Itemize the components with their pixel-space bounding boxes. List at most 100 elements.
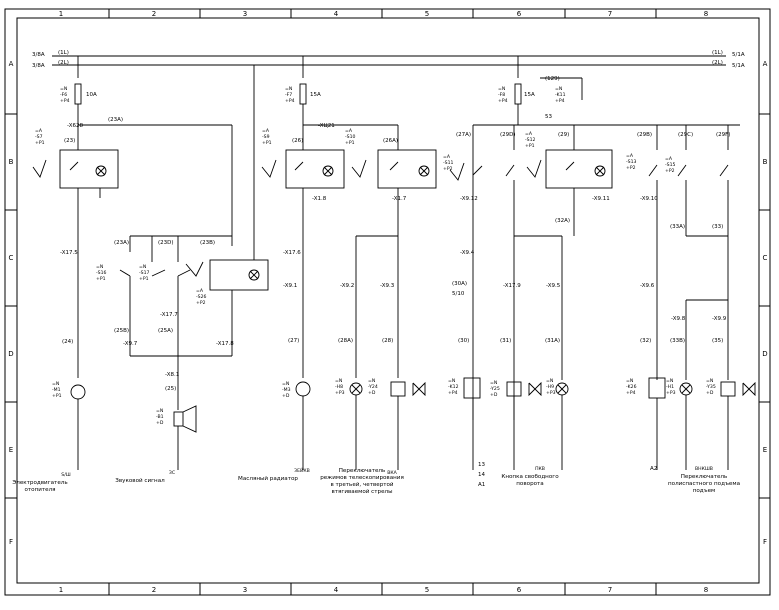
row-label: D [8,350,13,358]
wire-label: (25B) [114,328,129,334]
contact-note: 13 [478,462,485,468]
col-label: 5 [425,10,429,18]
col-label: 7 [608,586,612,594]
bus-wire-label: (1L) [58,50,69,56]
wire-label: (29F) [716,132,730,138]
row-label: E [763,446,767,454]
row-label: D [762,350,767,358]
relay-tag: =N-K11+P4 [555,86,566,104]
col-label: 6 [517,10,522,18]
switch-tag: =N-S16+P1 [96,264,106,282]
col-label: 6 [517,586,522,594]
contact-note: 14 [478,472,485,478]
ref-label: -X17.7 [160,312,178,318]
wire-label: (33) [712,224,723,230]
column-ticks [5,9,770,595]
bus-right-top: 5/1A [732,52,745,58]
wire-label: (25) [165,386,176,392]
wire-label: (26A) [383,138,398,144]
row-label: C [9,254,14,262]
col-label: 3 [243,10,247,18]
relay-note: 53 [545,114,552,120]
row-label: A [9,60,14,68]
col-label: 1 [59,586,63,594]
switch-tag: =A-S26+P2 [196,288,206,306]
wire-label: (23B) [200,240,215,246]
col-label: 2 [152,10,156,18]
bus-labels: 3/8A 3/8A (1L) (2L) (1L) (2L) 5/1A 5/1A [32,50,745,69]
row-labels-right: A B C D E F [762,60,767,546]
load-tag: =N-Y35+D [706,378,716,396]
row-label: B [763,158,768,166]
wire-label: (29B) [637,132,652,138]
circuit-horn [119,65,269,470]
component-tags: =N-F6+P4=N-F7+P4=N-F8+P4=A-S7+P1=A-S9+P1… [35,86,716,426]
ref-label: -X1.7 [392,196,407,202]
ref-label: -X628 [67,123,83,129]
load-caption: Звуковой сигнал [115,477,165,484]
ref-label: -X9.10 [640,196,658,202]
row-label: B [9,158,14,166]
component-labels: 10A 15A 15A (23A) (23) (26) (26A) (27A) … [60,76,730,488]
fuse-f7 [299,83,307,105]
load-tag: =N-K26+P4 [626,378,637,396]
switch-tag: =A-S11+P2 [443,154,453,172]
ref-label: -X17.6 [283,250,301,256]
ref-label: -X9.8 [671,316,686,322]
row-label: C [763,254,768,262]
wire-label: (27) [288,338,299,344]
wire-label: (26) [292,138,303,144]
load-tag: =N-H1+P3 [666,378,676,396]
load-tag: =N-M3+D [282,381,291,399]
fuse-f7-rating: 15A [310,92,321,98]
ref-label: -X9.5 [546,283,561,289]
switch-tag: =N-S17+P1 [139,264,149,282]
load-code: S/Ш [61,472,70,478]
col-label: 4 [334,586,339,594]
load-tag: =N-Y25+D [490,380,500,398]
ref-label: -X17.8 [216,341,234,347]
switch-s7-body [59,149,119,189]
load-code: ЗЕЙКВ [294,467,310,474]
ref-label: -X9.7 [123,341,138,347]
row-label: F [9,538,13,546]
ref-label: -X9.1 [283,283,297,289]
valve-y24-symbol [390,381,406,397]
switch-tag: =A-S7+P1 [35,128,45,146]
wire-label: (24) [62,339,73,345]
col-label: 8 [704,10,708,18]
switch-tag: =A-S9+P1 [262,128,272,146]
wire-label: (23A) [114,240,129,246]
row-label: A [763,60,768,68]
bus-right-bottom: 5/1A [732,63,745,69]
wire-label: (30A) [452,281,467,287]
wire-label: (31A) [545,338,560,344]
bus-left-bottom: 3/8A [32,63,45,69]
ref-label: -X1.8 [312,196,327,202]
switch-tag: =A-S12+P1 [525,131,535,149]
bus-wire-label: (1L) [712,50,723,56]
ref-label: -X17.5 [60,250,78,256]
col-label: 1 [59,10,63,18]
wire-label: (28) [382,338,393,344]
load-code: ЗС [169,470,175,476]
col-label: 7 [608,10,612,18]
wire-label: (29) [558,132,569,138]
horn-b1-symbol [173,411,184,427]
inner-frame [16,17,760,584]
wire-label: (30) [458,338,469,344]
fuse-f8-rating: 15A [524,92,535,98]
switch-tag: =A-S10+P1 [345,128,355,146]
ref-label: -X9.2 [340,283,354,289]
circuit-radiator [261,56,437,470]
row-label: F [763,538,767,546]
wire-label: (28A) [338,338,353,344]
ref-label: -X8.1 [165,372,179,378]
fuse-f6 [74,83,82,105]
valve-y35-symbol [720,381,736,397]
wire-label: (32A) [555,218,570,224]
